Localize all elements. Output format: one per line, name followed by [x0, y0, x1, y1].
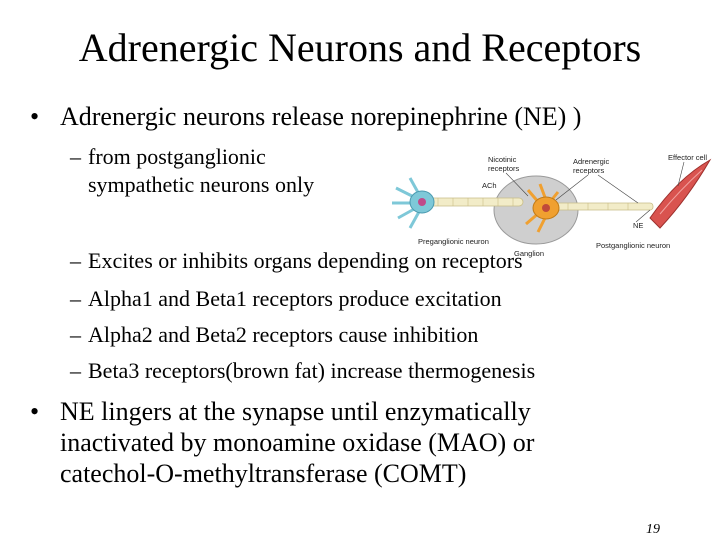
- preganglionic-neuron-body: [392, 177, 435, 229]
- bullet-ne-lingers: • NE lingers at the synapse until enzyma…: [30, 396, 710, 488]
- label-nicotinic-1: Nicotinic: [488, 155, 517, 164]
- page-number: 19: [646, 522, 660, 537]
- dash: –: [70, 286, 81, 311]
- neuron-diagram: Nicotinic receptors Adrenergic receptors…: [388, 148, 720, 263]
- sub-bullet-alpha2-beta2: –Alpha2 and Beta2 receptors cause inhibi…: [70, 321, 478, 349]
- sub-bullet-alpha1-beta1: –Alpha1 and Beta1 receptors produce exci…: [70, 285, 502, 313]
- slide-title: Adrenergic Neurons and Receptors: [78, 25, 642, 70]
- postganglionic-axon: [547, 202, 654, 211]
- postganglionic-neuron-body: [525, 183, 560, 233]
- sub1-line1: from postganglionic: [88, 144, 266, 169]
- label-nicotinic-2: receptors: [488, 164, 520, 173]
- myelin-segments: [437, 198, 514, 206]
- label-postganglionic: Postganglionic neuron: [596, 241, 670, 250]
- sub2-text: Excites or inhibits organs depending on …: [88, 248, 523, 273]
- bullet2-line2: inactivated by monoamine oxidase (MAO) o…: [60, 428, 535, 457]
- leader-lines: [505, 161, 685, 223]
- effector-cell: [649, 158, 712, 229]
- label-ach: ACh: [482, 181, 497, 190]
- dash: –: [70, 248, 81, 273]
- sub4-text: Alpha2 and Beta2 receptors cause inhibit…: [88, 322, 479, 347]
- bullet-dot: •: [30, 397, 40, 426]
- sub-bullet-beta3: –Beta3 receptors(brown fat) increase the…: [70, 357, 535, 385]
- bullet2-lines: NE lingers at the synapse until enzymati…: [60, 396, 534, 489]
- sub5-text: Beta3 receptors(brown fat) increase ther…: [88, 358, 536, 383]
- label-ne: NE: [633, 221, 643, 230]
- bullet2-line1: NE lingers at the synapse until enzymati…: [60, 397, 531, 426]
- sub-bullet-excites-inhibits: –Excites or inhibits organs depending on…: [70, 247, 523, 275]
- label-ganglion: Ganglion: [514, 249, 544, 258]
- sub-bullet-postganglionic: –from postganglionic sympathetic neurons…: [70, 143, 314, 199]
- bullet2-line3: catechol-O-methyltransferase (COMT): [60, 459, 467, 488]
- dash: –: [70, 144, 81, 169]
- label-effector: Effector cell: [668, 153, 707, 162]
- dash: –: [70, 358, 81, 383]
- bullet1-text: Adrenergic neurons release norepinephrin…: [60, 102, 582, 131]
- label-adrenergic-1: Adrenergic: [573, 157, 610, 166]
- bullet-dot: •: [30, 102, 40, 131]
- neuron-diagram-svg: Nicotinic receptors Adrenergic receptors…: [392, 153, 712, 258]
- bullet-norepinephrine: • Adrenergic neurons release norepinephri…: [30, 102, 581, 132]
- dash: –: [70, 322, 81, 347]
- sub1-line2: sympathetic neurons only: [88, 172, 315, 197]
- sub3-text: Alpha1 and Beta1 receptors produce excit…: [88, 286, 502, 311]
- label-preganglionic: Preganglionic neuron: [418, 237, 489, 246]
- label-adrenergic-2: receptors: [573, 166, 605, 175]
- post-myelin-segments: [567, 203, 629, 210]
